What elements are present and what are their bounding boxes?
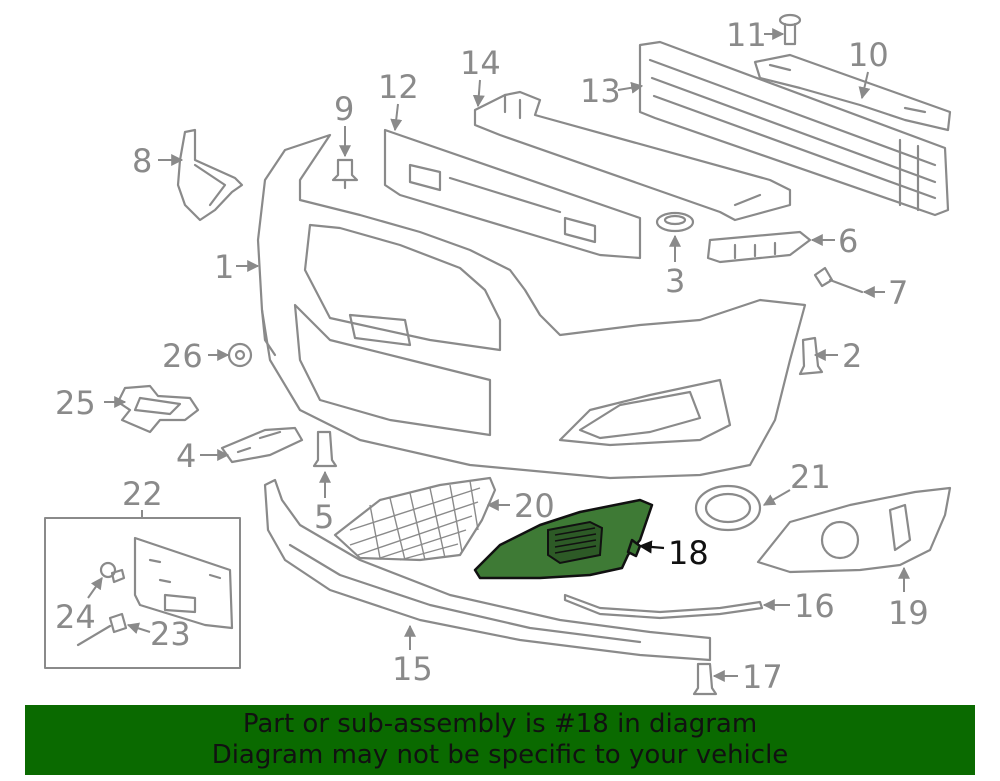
callout-17: 17	[742, 658, 783, 696]
part-19-fog-bezel	[756, 486, 952, 574]
part-10-bracket	[753, 53, 952, 132]
part-23-bolt	[76, 612, 128, 647]
part-11-bolt	[778, 13, 802, 46]
callout-3: 3	[665, 262, 685, 300]
part-4-bracket	[220, 426, 304, 464]
banner-line-2: Diagram may not be specific to your vehi…	[211, 740, 789, 770]
callout-25: 25	[55, 384, 96, 422]
part-16-molding	[563, 593, 764, 620]
callout-4: 4	[176, 437, 196, 475]
banner-line-1: Part or sub-assembly is #18 in diagram	[242, 709, 758, 739]
info-banner: Part or sub-assembly is #18 in diagram D…	[25, 705, 975, 775]
callout-22: 22	[122, 475, 163, 513]
callout-20: 20	[514, 487, 555, 525]
callout-labels: 1 2 3 4 5 6 7 8 9 10 11 12 13 14 15 16 1…	[55, 16, 929, 696]
callout-8: 8	[132, 142, 152, 180]
callout-26: 26	[162, 337, 203, 375]
callout-13: 13	[580, 72, 621, 110]
callout-24: 24	[55, 598, 96, 636]
callout-16: 16	[794, 587, 835, 625]
part-8-side-bracket	[176, 128, 244, 222]
callout-6: 6	[838, 222, 858, 260]
part-18-highlighted-trim	[473, 498, 654, 580]
part-9-pin	[331, 158, 359, 190]
callout-10: 10	[848, 36, 889, 74]
part-2-pin	[798, 336, 824, 376]
parts-diagram: 1 2 3 4 5 6 7 8 9 10 11 12 13 14 15 16 1…	[44, 13, 952, 696]
callout-9: 9	[334, 90, 354, 128]
callout-23: 23	[150, 615, 191, 653]
part-1-bumper-fascia	[256, 133, 807, 480]
callout-15: 15	[392, 650, 433, 688]
callout-11: 11	[726, 16, 767, 54]
part-7-screw	[813, 266, 864, 294]
part-21-fog-ring	[694, 484, 762, 532]
part-12-grille-bracket	[383, 128, 642, 260]
part-6-bracket	[706, 230, 812, 264]
callout-5: 5	[314, 498, 334, 536]
part-17-pin	[692, 662, 718, 696]
part-20-grille-insert	[333, 476, 497, 562]
part-25-emblem	[116, 384, 200, 434]
callout-21: 21	[790, 458, 831, 496]
callout-1: 1	[214, 248, 234, 286]
part-22-plate-kit	[44, 517, 241, 669]
callout-19: 19	[888, 594, 929, 632]
callout-2: 2	[842, 337, 862, 375]
part-15-lower-fascia	[263, 478, 712, 662]
part-13-impact-bar	[638, 40, 950, 217]
callout-12: 12	[378, 68, 419, 106]
callout-14: 14	[460, 44, 501, 82]
callout-18: 18	[668, 534, 709, 572]
part-3-grommet	[655, 211, 695, 233]
part-24-screw	[99, 561, 126, 584]
part-14-upper-bar	[473, 90, 792, 222]
leader-lines	[87, 28, 910, 682]
part-26-nut	[227, 342, 253, 368]
part-5-pin	[312, 430, 338, 468]
callout-7: 7	[888, 274, 908, 312]
